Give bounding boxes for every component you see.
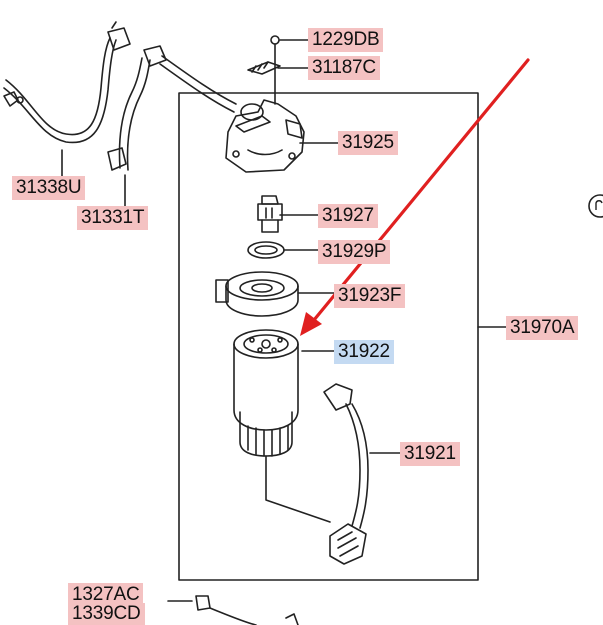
part-label-31929p[interactable]: 31929P bbox=[318, 240, 391, 264]
part-label-31927[interactable]: 31927 bbox=[318, 204, 378, 228]
part-label-31187c[interactable]: 31187C bbox=[308, 56, 380, 80]
part-label-31925[interactable]: 31925 bbox=[338, 131, 398, 155]
circle-symbol-icon bbox=[588, 194, 603, 218]
part-label-1339cd[interactable]: 1339CD bbox=[68, 603, 145, 625]
part-label-1229db[interactable]: 1229DB bbox=[308, 28, 384, 52]
hose-31331t bbox=[126, 59, 151, 171]
part-label-31970a[interactable]: 31970A bbox=[506, 316, 579, 340]
hose-31338u bbox=[3, 39, 117, 144]
sensor-31927 bbox=[261, 195, 279, 205]
part-label-31331t[interactable]: 31331T bbox=[77, 206, 149, 230]
part-label-31923f[interactable]: 31923F bbox=[334, 284, 406, 308]
oring-31929p bbox=[247, 241, 285, 259]
part-label-31922[interactable]: 31922 bbox=[334, 340, 394, 364]
part-label-31338u[interactable]: 31338U bbox=[12, 176, 86, 200]
red-arrow-icon bbox=[300, 58, 530, 336]
harness-31921 bbox=[323, 383, 353, 411]
assembly-frame bbox=[178, 92, 479, 581]
part-label-31921[interactable]: 31921 bbox=[400, 442, 460, 466]
